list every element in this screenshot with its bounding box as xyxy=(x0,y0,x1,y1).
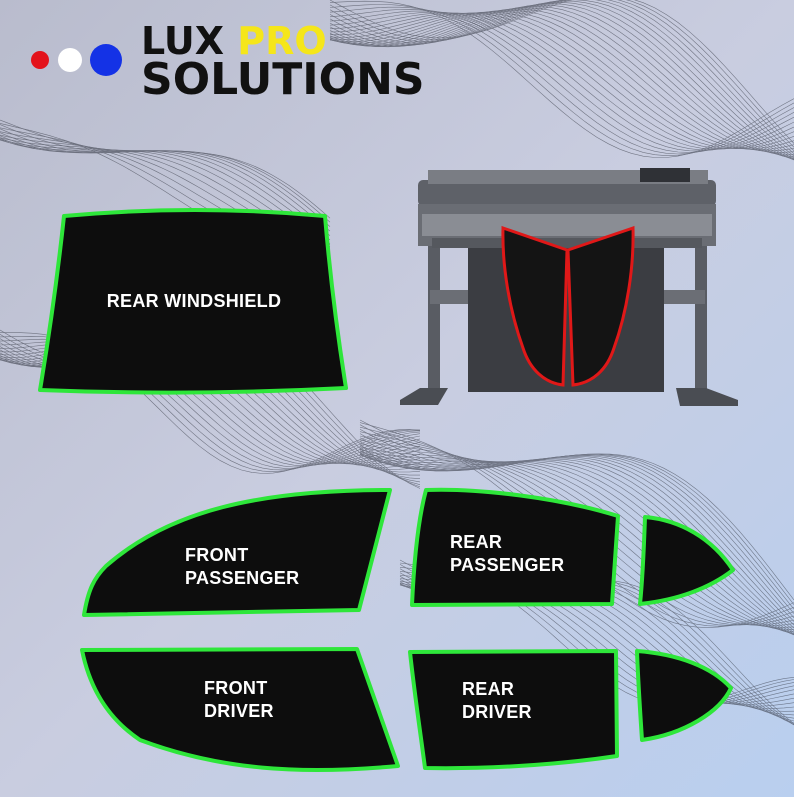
brand-line-2: SOLUTIONS xyxy=(141,54,425,105)
rear-passenger-shape xyxy=(410,487,620,607)
vinyl-plotter-illustration xyxy=(400,168,738,406)
front-passenger-line2: PASSENGER xyxy=(185,568,300,588)
front-passenger-label: FRONT PASSENGER xyxy=(175,544,325,590)
rear-windshield-shape xyxy=(38,208,348,395)
front-driver-label: FRONT DRIVER xyxy=(190,677,290,723)
rear-passenger-line2: PASSENGER xyxy=(450,555,565,575)
front-passenger-shape xyxy=(82,488,392,617)
rear-windshield-label: REAR WINDSHIELD xyxy=(106,291,282,311)
rear-passenger-line1: REAR xyxy=(450,532,503,552)
front-driver-shape xyxy=(80,647,400,773)
film-pieces xyxy=(38,208,735,773)
brand-word-pro: PRO xyxy=(237,19,327,63)
front-passenger-line1: FRONT xyxy=(185,545,249,565)
rear-driver-shape xyxy=(408,649,619,771)
rear-passenger-quarter-shape xyxy=(638,515,735,606)
front-driver-line2: DRIVER xyxy=(204,701,274,721)
brand-line-1: LUX PRO xyxy=(141,22,327,60)
rear-driver-line1: REAR xyxy=(462,679,515,699)
blue-dot xyxy=(90,44,122,76)
red-dot xyxy=(31,51,49,69)
rear-driver-quarter-shape xyxy=(635,649,733,742)
brand-dots xyxy=(31,44,122,76)
rear-driver-label: REAR DRIVER xyxy=(452,678,552,724)
brand-word-lux: LUX xyxy=(141,19,225,63)
rear-driver-line2: DRIVER xyxy=(462,702,532,722)
white-dot xyxy=(58,48,82,72)
front-driver-line1: FRONT xyxy=(204,678,268,698)
rear-passenger-label: REAR PASSENGER xyxy=(440,531,590,577)
